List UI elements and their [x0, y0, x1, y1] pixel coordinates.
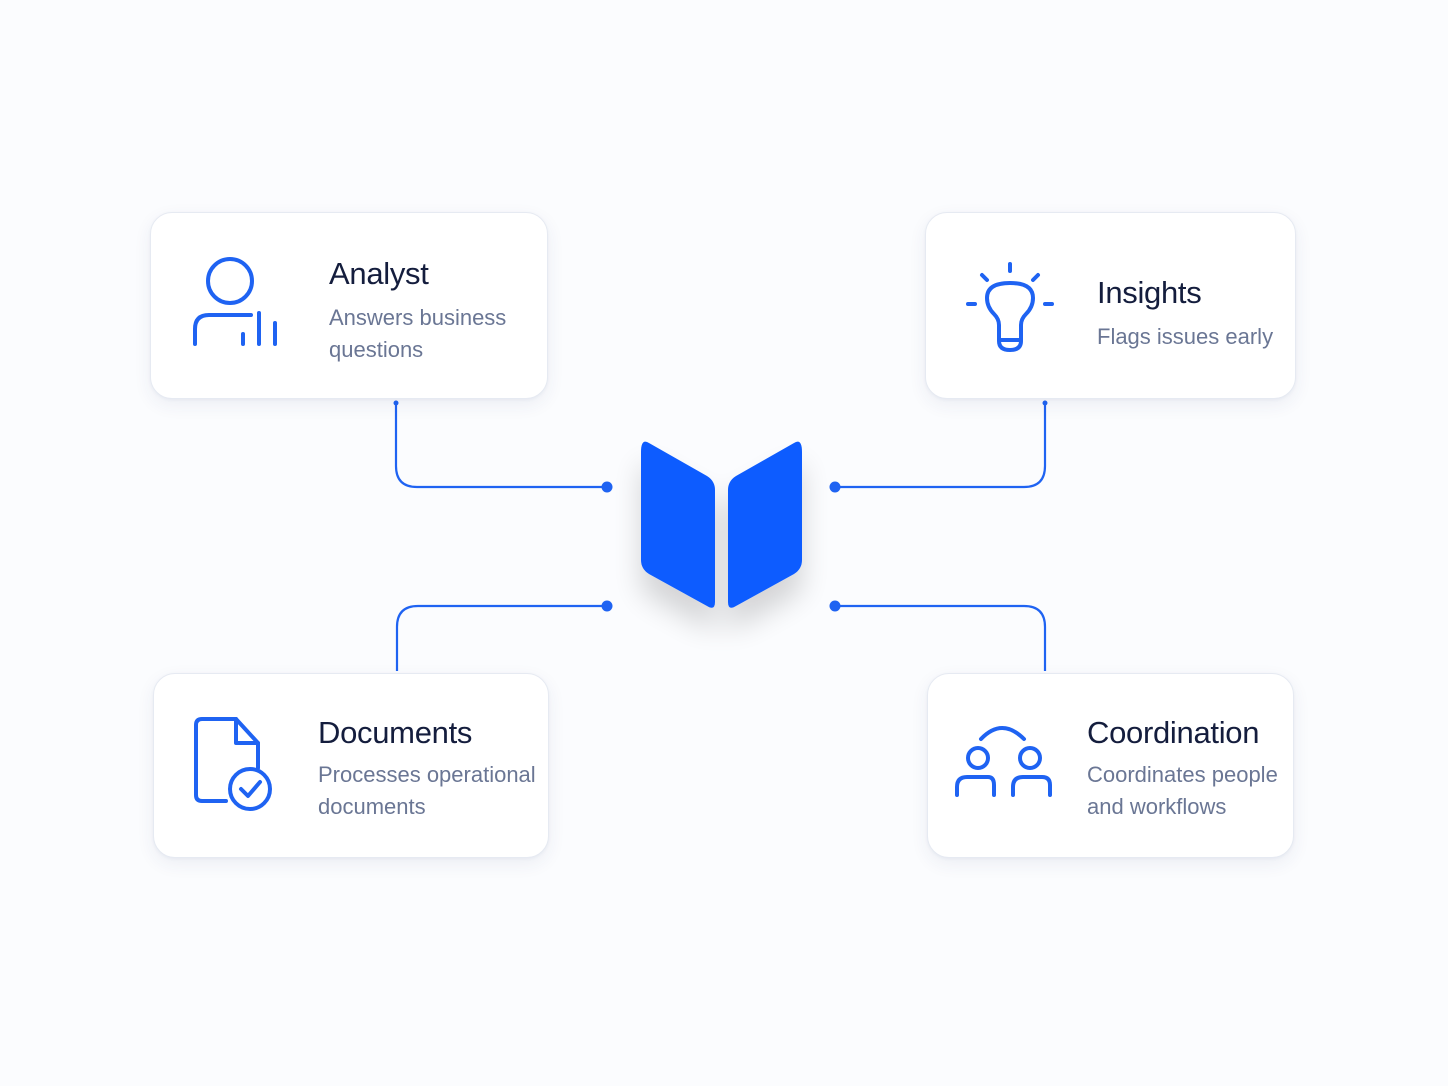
lightbulb-icon — [966, 261, 1054, 353]
open-book-logo-icon — [641, 441, 802, 608]
description-line: Flags issues early — [1097, 324, 1274, 349]
connector-insights — [835, 402, 1047, 489]
insights-card[interactable]: Insights Flags issues early — [925, 212, 1296, 399]
description-line: Coordinates people — [1087, 762, 1278, 787]
node-title: Documents — [318, 715, 473, 750]
document-check-icon — [192, 716, 280, 816]
connector-dot — [393, 400, 399, 406]
node-title: Coordination — [1087, 715, 1260, 750]
node-title: Insights — [1097, 275, 1202, 310]
connector-documents — [395, 604, 607, 671]
connector-coordination — [835, 604, 1047, 671]
node-description: Flags issues early — [1097, 321, 1273, 353]
description-line: documents — [318, 794, 426, 819]
person-chart-icon — [193, 257, 281, 349]
book-left-page — [641, 441, 715, 608]
description-line: questions — [329, 337, 424, 362]
node-description: Coordinates people and workflows — [1087, 759, 1278, 823]
connector-dot — [829, 600, 841, 612]
connector-dot — [601, 481, 613, 493]
book-right-page — [728, 441, 802, 608]
analyst-card[interactable]: Analyst Answers business questions — [150, 212, 548, 399]
documents-card[interactable]: Documents Processes operational document… — [153, 673, 549, 858]
node-description: Answers business questions — [329, 302, 506, 366]
node-description: Processes operational documents — [318, 759, 536, 823]
connector-analyst — [394, 402, 607, 489]
connector-dot — [1042, 400, 1048, 406]
node-title: Analyst — [329, 256, 429, 291]
people-group-icon — [954, 722, 1054, 802]
connector-dot — [829, 481, 841, 493]
coordination-card[interactable]: Coordination Coordinates people and work… — [927, 673, 1294, 858]
description-line: Answers business — [329, 305, 507, 330]
description-line: and workflows — [1087, 794, 1227, 819]
connector-dot — [601, 600, 613, 612]
description-line: Processes operational — [318, 762, 536, 787]
